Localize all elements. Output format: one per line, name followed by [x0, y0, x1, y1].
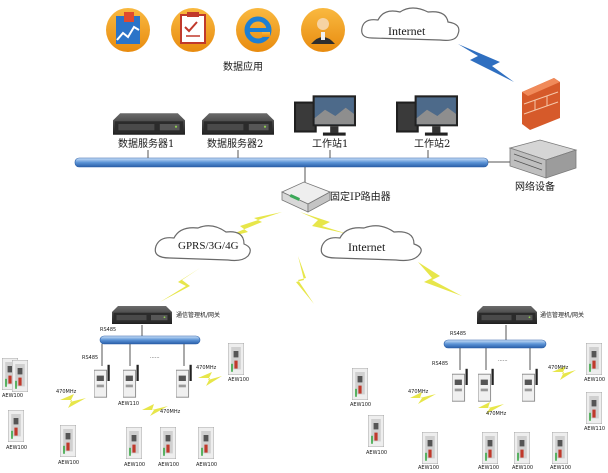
server-icon-2: [202, 113, 274, 135]
label-network-device: 网络设备: [515, 182, 555, 193]
rs485-bus-left: [99, 325, 201, 366]
label-server-2: 数据服务器2: [207, 139, 264, 150]
gateway-device-right-2: [478, 368, 495, 402]
label-internet-top: Internet: [388, 24, 426, 38]
label-aew-left-7: AEW100: [228, 377, 250, 383]
internet-cloud-top: [361, 7, 460, 41]
label-aew-right-3: AEW100: [418, 465, 440, 471]
sensor-device-left-8: [228, 343, 244, 375]
label-rs485-right-b: RS485: [432, 361, 449, 367]
finance-chart-icon: [106, 8, 150, 52]
checklist-icon: [171, 8, 215, 52]
label-mhz-right-3: 470MHz: [548, 365, 569, 371]
label-ellipsis-right: ......: [498, 357, 508, 363]
gateway-device-left-1: [94, 364, 111, 398]
label-aew-left-4: AEW100: [124, 462, 146, 468]
comm-manager-right-icon: [477, 306, 537, 324]
lightning-link-internet-right: [418, 262, 462, 296]
lightning-link-router-left: [218, 212, 282, 240]
rs485-bus-right: [443, 325, 547, 370]
label-aew-right-4: AEW100: [478, 465, 500, 471]
gateway-device-right-1: [452, 368, 469, 402]
sensor-device-right-5: [514, 432, 530, 464]
label-internet-middle: Internet: [348, 240, 386, 254]
label-mhz-right-1: 470MHz: [408, 389, 429, 395]
label-router: 固定IP路由器: [330, 192, 391, 203]
firewall-icon: [522, 78, 560, 130]
label-rs485-right-a: RS485: [450, 331, 467, 337]
sensor-device-right-1: [352, 368, 368, 400]
gateway-device-left-3: [176, 364, 193, 398]
label-data-app: 数据应用: [223, 62, 263, 73]
lightning-link-router-right: [300, 212, 348, 234]
gateway-device-left-2: [123, 364, 140, 398]
sensor-device-right-4: [482, 432, 498, 464]
label-mhz-left-3: 470MHz: [196, 365, 217, 371]
label-aew-left-5: AEW100: [158, 462, 180, 468]
label-comm-manager-right: 通信管理机/网关: [540, 312, 585, 319]
label-aew-left-1: AEW100: [2, 393, 24, 399]
comm-manager-left-icon: [112, 306, 172, 324]
label-workstation-2: 工作站2: [414, 139, 451, 150]
label-aew-right-8: AEW110: [584, 426, 606, 432]
internet-cloud-middle: [320, 225, 422, 262]
sensor-device-right-7: [586, 343, 602, 375]
label-aew-left-6: AEW100: [196, 462, 218, 468]
label-gprs-cloud: GPRS/3G/4G: [178, 240, 239, 252]
label-aew-right-7: AEW100: [584, 377, 606, 383]
sensor-device-right-8: [586, 392, 602, 424]
sensor-device-left-7: [198, 427, 214, 459]
sensor-device-left-6: [160, 427, 176, 459]
workstation-icon-2: [396, 95, 458, 136]
gateway-device-right-3: [522, 368, 539, 402]
label-aew-left-2: AEW100: [6, 445, 28, 451]
sensor-device-left-5: [126, 427, 142, 459]
wireless-links: [60, 366, 576, 416]
label-aew-right-1: AEW100: [350, 402, 372, 408]
label-rs485-left-b: RS485: [82, 355, 99, 361]
sensor-device-right-6: [552, 432, 568, 464]
label-mhz-left-1: 470MHz: [56, 389, 77, 395]
gprs-cloud: [154, 225, 251, 262]
lightning-link-top: [458, 44, 514, 82]
network-device-icon: [508, 139, 578, 179]
label-comm-manager-left: 通信管理机/网关: [176, 312, 221, 319]
lightning-link-gprs-left: [160, 268, 200, 302]
label-ellipsis-left: ......: [150, 354, 160, 360]
workstation-icon-1: [294, 95, 356, 136]
label-workstation-1: 工作站1: [312, 139, 349, 150]
label-rs485-left-a: RS485: [100, 327, 117, 333]
label-mhz-left-2: 470MHz: [160, 409, 181, 415]
label-aew-right-5: AEW100: [512, 465, 534, 471]
router-icon: [281, 181, 331, 213]
sensor-device-left-2: [12, 360, 28, 392]
user-avatar-icon: [301, 8, 345, 52]
ie-browser-icon: [236, 8, 280, 52]
label-server-1: 数据服务器1: [118, 139, 175, 150]
server-icon-1: [113, 113, 185, 135]
label-aew-right-6: AEW100: [550, 465, 572, 471]
sensor-device-left-3: [8, 410, 24, 442]
sensor-device-right-2: [368, 415, 384, 447]
lightning-link-center: [296, 256, 314, 304]
label-aew-right-2: AEW100: [366, 450, 388, 456]
label-aew-left-8: AEW110: [118, 401, 140, 407]
sensor-device-right-3: [422, 432, 438, 464]
main-network-bus: [74, 150, 510, 185]
label-aew-left-3: AEW100: [58, 460, 80, 466]
label-mhz-right-2: 470MHz: [486, 411, 507, 417]
sensor-device-left-4: [60, 425, 76, 457]
